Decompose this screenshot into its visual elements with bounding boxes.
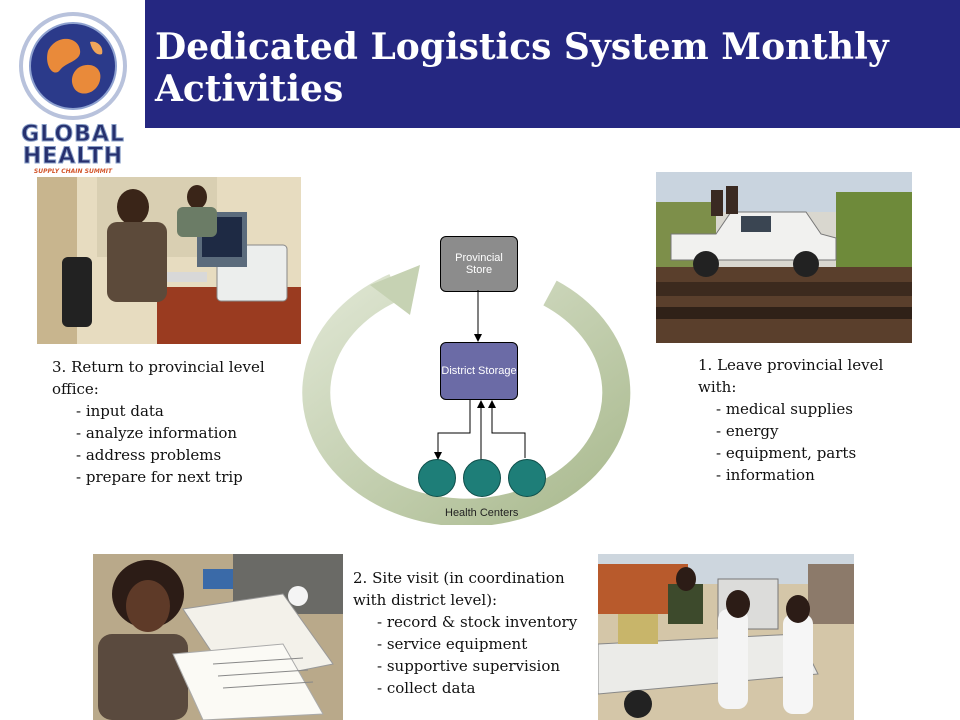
step2-heading: 2. Site visit (in coordination with dist… <box>353 569 565 609</box>
office-photo <box>37 177 301 344</box>
step3-item: - address problems <box>76 446 222 464</box>
step3-item: - input data <box>76 402 164 420</box>
cycle-arrow <box>302 265 631 525</box>
flow-connectors <box>434 290 526 460</box>
paperwork-photo <box>93 554 343 720</box>
global-health-logo: GLOBAL HEALTH SUPPLY CHAIN SUMMIT <box>8 6 138 176</box>
health-centers-label: Health Centers <box>445 507 519 519</box>
step2-caption: 2. Site visit (in coordination with dist… <box>353 567 593 699</box>
step3-caption: 3. Return to provincial level office: - … <box>52 356 292 488</box>
district-storage-label: District Storage <box>441 365 517 377</box>
logistics-cycle-diagram <box>302 265 631 525</box>
health-center-node <box>508 459 546 497</box>
step1-item: - energy <box>716 422 779 440</box>
step2-item: - collect data <box>377 679 476 697</box>
logo-line-global: GLOBAL <box>21 122 125 147</box>
provincial-store-box: Provincial Store <box>440 236 518 292</box>
step1-heading: 1. Leave provincial level with: <box>698 356 884 396</box>
health-center-node <box>463 459 501 497</box>
step1-caption: 1. Leave provincial level with: - medica… <box>698 354 908 486</box>
step2-item: - supportive supervision <box>377 657 561 675</box>
step2-item: - record & stock inventory <box>377 613 578 631</box>
title-bar <box>145 0 960 128</box>
step3-item: - analyze information <box>76 424 238 442</box>
health-center-node <box>418 459 456 497</box>
step1-item: - equipment, parts <box>716 444 857 462</box>
truck-photo <box>656 172 912 343</box>
district-storage-box: District Storage <box>440 342 518 400</box>
provincial-store-label: Provincial Store <box>455 252 503 276</box>
step1-item: - information <box>716 466 815 484</box>
globe-icon <box>19 12 127 120</box>
step3-item: - prepare for next trip <box>76 468 243 486</box>
step3-heading: 3. Return to provincial level office: <box>52 358 265 398</box>
slide-title: Dedicated Logistics System Monthly Activ… <box>155 26 889 110</box>
step2-item: - service equipment <box>377 635 528 653</box>
site-visit-photo <box>598 554 854 720</box>
step1-item: - medical supplies <box>716 400 853 418</box>
logo-wordmark: GLOBAL HEALTH SUPPLY CHAIN SUMMIT <box>8 122 138 176</box>
logo-tagline: SUPPLY CHAIN SUMMIT <box>33 168 113 175</box>
logo-line-health: HEALTH <box>22 144 124 169</box>
